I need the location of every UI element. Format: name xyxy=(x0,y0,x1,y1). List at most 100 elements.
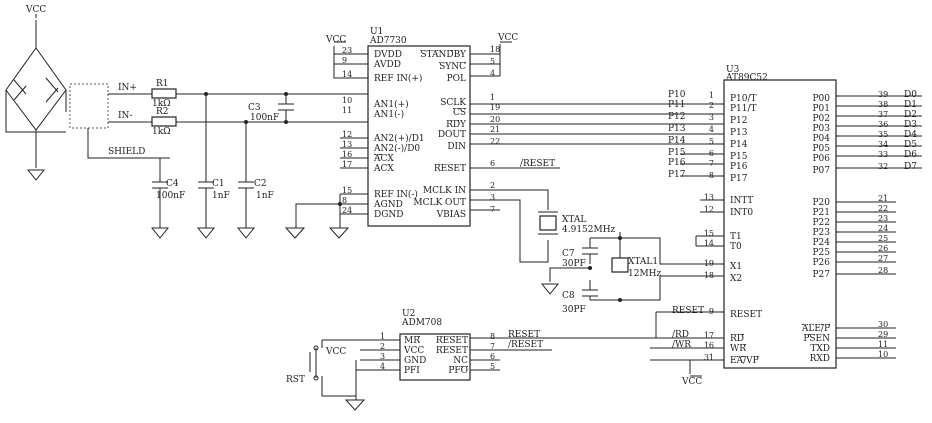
u3-pin-name-right-8: P20 xyxy=(812,198,830,208)
capacitor-value-1: 100nF xyxy=(156,191,185,201)
u1-pin-num-right-11: 7 xyxy=(490,205,495,214)
capacitor-ref-2: C1 xyxy=(212,179,225,189)
u3-pin-num-left-13: 18 xyxy=(704,271,714,280)
u1-pin-num-left-8: 17 xyxy=(342,160,352,169)
u1-part: AD7730 xyxy=(369,36,407,46)
u1-pin-num-right-6: 21 xyxy=(490,125,500,134)
u3-pin-name-right-1: P01 xyxy=(812,104,830,114)
u1-pin-num-right-3: 1 xyxy=(490,93,495,102)
u3-pin-num-right-17: 29 xyxy=(878,330,888,339)
u3-net-right-7: D7 xyxy=(904,162,917,172)
u3-pin-num-right-7: 32 xyxy=(878,162,888,171)
vcc-bridge-label: VCC xyxy=(25,5,46,15)
u3-pin-num-left-16: 16 xyxy=(704,341,714,350)
u3-pin-num-right-18: 11 xyxy=(878,340,888,349)
u1-pin-name-left-0: DVDD xyxy=(374,50,402,60)
u3-pin-name-left-6: P16 xyxy=(730,162,748,172)
u3-pin-num-left-14: 9 xyxy=(709,307,714,316)
u3-pin-name-left-1: P11/T xyxy=(730,104,757,114)
u3-net-left-16: /WR xyxy=(672,340,691,350)
u3-net-right-0: D0 xyxy=(904,90,917,100)
u2-pin-name-left-0: MR xyxy=(404,336,420,346)
u2-pin-name-right-3: PFO xyxy=(448,366,468,376)
resistor-value-0: 1kΩ xyxy=(152,99,171,109)
u2-pin-num-left-0: 1 xyxy=(380,332,385,341)
component-boxes xyxy=(367,45,837,381)
u3-net-left-7: P17 xyxy=(668,170,686,180)
u1-pin-name-right-10: MCLK OUT xyxy=(413,198,466,208)
u3-net-right-4: D4 xyxy=(904,130,917,140)
u1-pin-num-left-6: 13 xyxy=(342,140,352,149)
capacitor-ref-3: C2 xyxy=(254,179,267,189)
u1-pin-num-left-3: 10 xyxy=(342,96,352,105)
u3-pin-name-right-15: P27 xyxy=(812,270,830,280)
u3-box xyxy=(723,79,837,369)
u1-pin-num-right-7: 22 xyxy=(490,137,500,146)
u1-pin-num-left-9: 15 xyxy=(342,186,352,195)
u1-ref: U1 xyxy=(370,27,383,37)
u3-pin-num-right-10: 23 xyxy=(878,214,888,223)
xtal-value: 4.9152MHz xyxy=(562,225,616,235)
u3-pin-num-left-3: 4 xyxy=(709,125,714,134)
u2-pin-name-right-2: NC xyxy=(453,356,468,366)
u1-box xyxy=(367,45,471,227)
u1-pin-name-left-6: AN2(-)/D0 xyxy=(373,143,420,154)
resistor-value-1: 1kΩ xyxy=(152,127,171,137)
u1-pin-num-right-8: 6 xyxy=(490,159,495,168)
u3-net-right-3: D3 xyxy=(904,120,917,130)
u3-pin-num-right-5: 34 xyxy=(878,140,888,149)
u3-pin-num-right-0: 39 xyxy=(878,90,888,99)
u3-pin-name-left-12: X1 xyxy=(730,262,742,272)
u3-pin-num-right-6: 33 xyxy=(878,150,888,159)
u3-pin-num-left-11: 14 xyxy=(704,239,714,248)
u1-pin-num-right-10: 3 xyxy=(490,193,495,202)
u3-pin-name-left-11: T0 xyxy=(730,242,742,252)
u1-pin-num-left-0: 23 xyxy=(342,46,352,55)
u2-pin-num-left-3: 4 xyxy=(380,362,385,371)
u3-pin-num-right-13: 26 xyxy=(878,244,888,253)
u1-pin-name-left-2: REF IN(+) xyxy=(374,73,422,84)
u1-pin-name-left-7: ACX xyxy=(373,154,394,164)
u3-pin-name-left-0: P10/T xyxy=(730,94,757,104)
u3-pin-num-left-7: 8 xyxy=(709,171,714,180)
u1-pin-name-right-3: SCLK xyxy=(440,98,466,108)
u1-pin-name-right-6: DOUT xyxy=(438,130,466,140)
u2-part: ADM708 xyxy=(401,318,442,328)
u3-pin-num-left-15: 17 xyxy=(704,331,714,340)
u3-pin-name-right-19: RXD xyxy=(810,354,830,364)
capacitor-value-5: 30PF xyxy=(562,305,586,315)
u3-part: AT89C52 xyxy=(725,73,768,83)
u1-pin-name-right-9: MCLK IN xyxy=(423,186,466,196)
u1-pin-num-left-4: 11 xyxy=(342,106,352,115)
vcc-u3-ea-label: VCC xyxy=(681,377,702,387)
u2-pin-name-left-1: VCC xyxy=(403,346,424,356)
resistor-ref-1: R2 xyxy=(156,107,169,117)
u1-pin-num-left-10: 8 xyxy=(342,196,347,205)
u3-pin-num-right-9: 22 xyxy=(878,204,888,213)
u1-pin-name-left-3: AN1(+) xyxy=(373,99,409,110)
u3-pin-name-right-16: ALE/P xyxy=(801,324,830,334)
u3-pin-num-right-14: 27 xyxy=(878,254,888,263)
u3-net-right-5: D5 xyxy=(904,140,917,150)
u2-pin-num-right-2: 6 xyxy=(490,352,495,361)
shield-label: SHIELD xyxy=(108,147,145,157)
u2-net-right-0: RESET xyxy=(508,330,540,340)
capacitor-ref-4: C7 xyxy=(562,249,575,259)
capacitor-value-0: 100nF xyxy=(250,113,279,123)
u1-pin-num-right-1: 5 xyxy=(490,57,495,66)
u3-net-right-1: D1 xyxy=(904,100,917,110)
u3-pin-name-left-17: EA/VP xyxy=(730,356,759,366)
u3-pin-name-right-5: P05 xyxy=(812,144,830,154)
u3-net-left-15: /RD xyxy=(672,330,689,340)
u1-pin-name-left-5: AN2(+)/D1 xyxy=(373,133,425,144)
u1-pin-name-left-11: DGND xyxy=(374,210,404,220)
u1-pin-num-left-5: 12 xyxy=(342,130,352,139)
xtal1-ref: XTAL1 xyxy=(628,257,658,267)
u2-pin-name-right-0: RESET xyxy=(436,336,468,346)
u3-pin-name-left-16: WR xyxy=(730,344,746,354)
u2-pin-num-left-1: 2 xyxy=(380,342,385,351)
u3-pin-num-left-17: 31 xyxy=(704,353,714,362)
u1-pin-num-right-2: 4 xyxy=(490,69,495,78)
